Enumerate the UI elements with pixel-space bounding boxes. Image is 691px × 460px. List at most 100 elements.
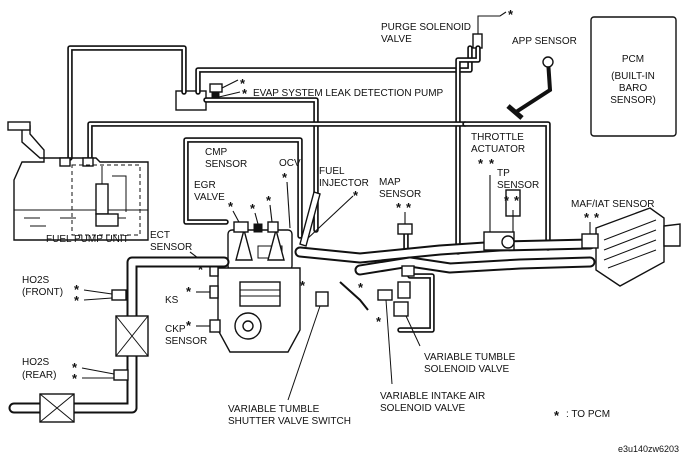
pcm-label-4: SENSOR) xyxy=(610,95,656,106)
shutter-switch-asterisk: * xyxy=(300,278,306,293)
pcm-label-1: PCM xyxy=(622,54,644,65)
cmp-sensor-body xyxy=(253,223,263,233)
tp-sensor-asterisk-1: * xyxy=(504,193,510,208)
ckp-sensor-asterisk: * xyxy=(186,318,192,333)
ho2s-rear-asterisk-1: * xyxy=(72,360,78,375)
evap-pump-body xyxy=(209,83,223,93)
evap-pump-label: EVAP SYSTEM LEAK DETECTION PUMP xyxy=(253,88,444,99)
cmp-sensor-label-2: SENSOR xyxy=(205,159,247,170)
ocv-label: OCV xyxy=(279,158,301,169)
cmp-sensor-asterisk-2: * xyxy=(266,193,272,208)
ho2s-rear-asterisk-2: * xyxy=(72,371,78,386)
intake-air-duct xyxy=(294,207,681,287)
egr-valve-label-1: EGR xyxy=(194,180,216,191)
fuel-filler-cap xyxy=(7,121,31,131)
throttle-actuator-asterisk-2: * xyxy=(489,156,495,171)
shutter-switch-leader xyxy=(287,305,321,401)
shutter-switch-label-2: SHUTTER VALVE SWITCH xyxy=(228,416,351,427)
variable-tumble-solenoid-label-1: VARIABLE TUMBLE xyxy=(424,352,516,363)
map-sensor-label-1: MAP xyxy=(379,177,401,188)
evap-pump-wire-2 xyxy=(218,91,241,98)
ho2s-front-body xyxy=(111,289,127,301)
map-sensor-label-2: SENSOR xyxy=(379,189,421,200)
tumble-linkage xyxy=(339,281,369,311)
figure-code: e3u140zw6203 xyxy=(618,444,679,454)
app-sensor-label: APP SENSOR xyxy=(512,36,577,47)
egr-valve-body xyxy=(233,221,249,233)
maf-iat-asterisk-2: * xyxy=(594,210,600,225)
fuel-pump-unit-label: FUEL PUMP UNIT xyxy=(46,234,129,245)
fuel-pump-unit-boundary xyxy=(71,164,141,236)
purge-solenoid-valve: PURGE SOLENOID VALVE * xyxy=(381,7,514,49)
ho2s-front-asterisk-2: * xyxy=(74,293,80,308)
app-pedal-arm xyxy=(514,59,553,114)
air-inlet-snorkel xyxy=(663,223,681,247)
tumble-shutter-switch-body xyxy=(315,291,329,307)
ocv-asterisk: * xyxy=(282,170,288,185)
pcm-label-2: (BUILT-IN xyxy=(611,71,655,82)
ect-sensor-label-1: ECT xyxy=(150,230,170,241)
pcm-box: PCM (BUILT-IN BARO SENSOR) xyxy=(590,16,677,137)
pcm-label-3: BARO xyxy=(619,83,648,94)
exhaust-system xyxy=(8,256,230,423)
maf-iat-asterisk-1: * xyxy=(584,210,590,225)
purge-solenoid-label-1: PURGE SOLENOID xyxy=(381,22,471,33)
cmp-sensor-asterisk-1: * xyxy=(250,201,256,216)
evap-pump-asterisk-2: * xyxy=(242,86,248,101)
hose-tank-to-canister xyxy=(67,45,187,161)
variable-intake-air-label-1: VARIABLE INTAKE AIR xyxy=(380,391,485,402)
ho2s-rear-label-2: (REAR) xyxy=(22,370,56,381)
maf-iat-sensor-body xyxy=(581,233,599,249)
tumble-actuator-body xyxy=(397,281,411,299)
ks-label: KS xyxy=(165,295,179,306)
legend-asterisk: * xyxy=(554,408,560,423)
fuel-level-lines xyxy=(14,209,148,227)
exhaust-mid-pipe xyxy=(68,350,138,414)
engine-block xyxy=(217,227,301,353)
throttle-body: THROTTLE ACTUATOR * * TP SENSOR * * xyxy=(471,132,539,251)
ocv-body xyxy=(267,221,279,233)
ckp-sensor-label-1: CKP xyxy=(165,324,186,335)
fuel-tank-outline xyxy=(13,125,149,241)
tp-sensor-label-1: TP xyxy=(497,168,510,179)
egr-valve-asterisk: * xyxy=(228,199,234,214)
legend: * : TO PCM e3u140zw6203 xyxy=(554,408,679,454)
intake-valve xyxy=(235,227,253,261)
vacuum-hose-network xyxy=(67,45,551,333)
shutter-switch-label-1: VARIABLE TUMBLE xyxy=(228,404,320,415)
variable-tumble-asterisk: * xyxy=(376,314,382,329)
fuel-injector-label-2: INJECTOR xyxy=(319,178,369,189)
variable-tumble-solenoid-body xyxy=(393,301,409,317)
intake-solenoid-upper xyxy=(401,265,415,277)
legend-to-pcm: : TO PCM xyxy=(566,409,610,420)
throttle-actuator-label-1: THROTTLE xyxy=(471,132,524,143)
fuel-pump-filter xyxy=(95,213,119,227)
fuel-tank: FUEL PUMP UNIT xyxy=(7,121,149,245)
purge-solenoid-wire xyxy=(477,11,507,34)
variable-tumble-solenoid-label-2: SOLENOID VALVE xyxy=(424,364,510,375)
ho2s-front: HO2S (FRONT) * * xyxy=(22,275,127,308)
evap-leak-detection-pump: * * EVAP SYSTEM LEAK DETECTION PUMP xyxy=(175,76,444,111)
map-sensor-asterisk-1: * xyxy=(396,200,402,215)
engine-side-sensors: ECT SENSOR * * KS * CKP SENSOR xyxy=(150,230,221,347)
variable-intake-air-label-2: SOLENOID VALVE xyxy=(380,403,466,414)
fuel-injector-body xyxy=(299,191,321,247)
variable-tumble-leader xyxy=(405,315,421,347)
egr-valve-label-2: VALVE xyxy=(194,192,225,203)
ect-sensor-asterisk: * xyxy=(198,262,204,277)
engine-top-sensors: CMP SENSOR OCV FUEL INJECTOR EGR VALVE *… xyxy=(194,147,369,247)
fuel-injector-label-1: FUEL xyxy=(319,166,345,177)
maf-iat-sensor-label: MAF/IAT SENSOR xyxy=(571,199,655,210)
app-pedal-pad xyxy=(506,104,524,120)
ckp-sensor-body xyxy=(209,319,221,333)
piston xyxy=(239,281,281,307)
fuel-pump-fitting-2 xyxy=(82,157,94,167)
purge-solenoid-label-2: VALVE xyxy=(381,34,412,45)
engine-block-body xyxy=(217,267,301,353)
ckp-sensor-label-2: SENSOR xyxy=(165,336,207,347)
tp-sensor-label-2: SENSOR xyxy=(497,180,539,191)
maf-iat-sensor: MAF/IAT SENSOR * * xyxy=(571,199,655,249)
evap-pump-wire-1 xyxy=(221,79,239,89)
ks-asterisk: * xyxy=(186,284,192,299)
